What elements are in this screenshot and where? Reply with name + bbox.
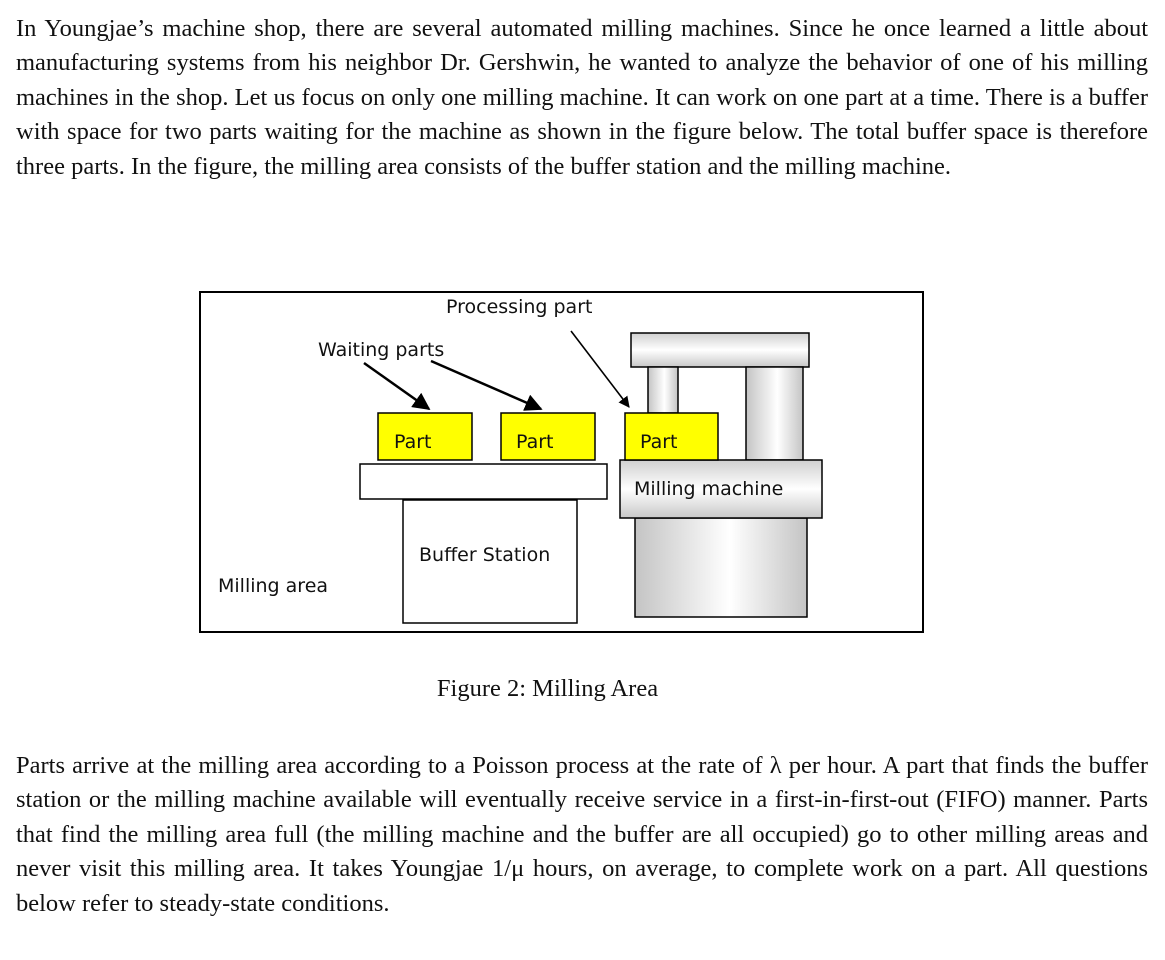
machine-top-beam bbox=[630, 332, 810, 368]
processing-part-label: Processing part bbox=[446, 296, 592, 318]
description-paragraph: Parts arrive at the milling area accordi… bbox=[16, 752, 1148, 917]
waiting-parts-label: Waiting parts bbox=[318, 339, 444, 361]
machine-spindle bbox=[647, 366, 679, 414]
figure-caption: Figure 2: Milling Area bbox=[436, 675, 659, 702]
waiting-part-1 bbox=[377, 412, 473, 461]
part-label-1: Part bbox=[394, 431, 432, 453]
machine-table bbox=[619, 459, 823, 519]
arrow-processing-to-part bbox=[570, 330, 630, 408]
intro-paragraph: In Youngjae’s machine shop, there are se… bbox=[16, 15, 1148, 180]
arrow-waiting-to-part-2 bbox=[430, 359, 543, 411]
milling-machine-label: Milling machine bbox=[634, 478, 783, 500]
milling-area-label: Milling area bbox=[218, 575, 328, 597]
processing-part bbox=[624, 412, 719, 461]
machine-base bbox=[634, 517, 808, 618]
part-label-3: Part bbox=[640, 431, 678, 453]
part-label-2: Part bbox=[516, 431, 554, 453]
milling-area-figure: Processing part Waiting parts Part Part … bbox=[199, 291, 924, 633]
machine-column bbox=[745, 366, 804, 461]
buffer-station-label: Buffer Station bbox=[419, 544, 550, 566]
buffer-station-base bbox=[402, 499, 578, 624]
waiting-part-2 bbox=[500, 412, 596, 461]
arrow-waiting-to-part-1 bbox=[363, 361, 431, 411]
buffer-station-shelf bbox=[359, 463, 608, 500]
